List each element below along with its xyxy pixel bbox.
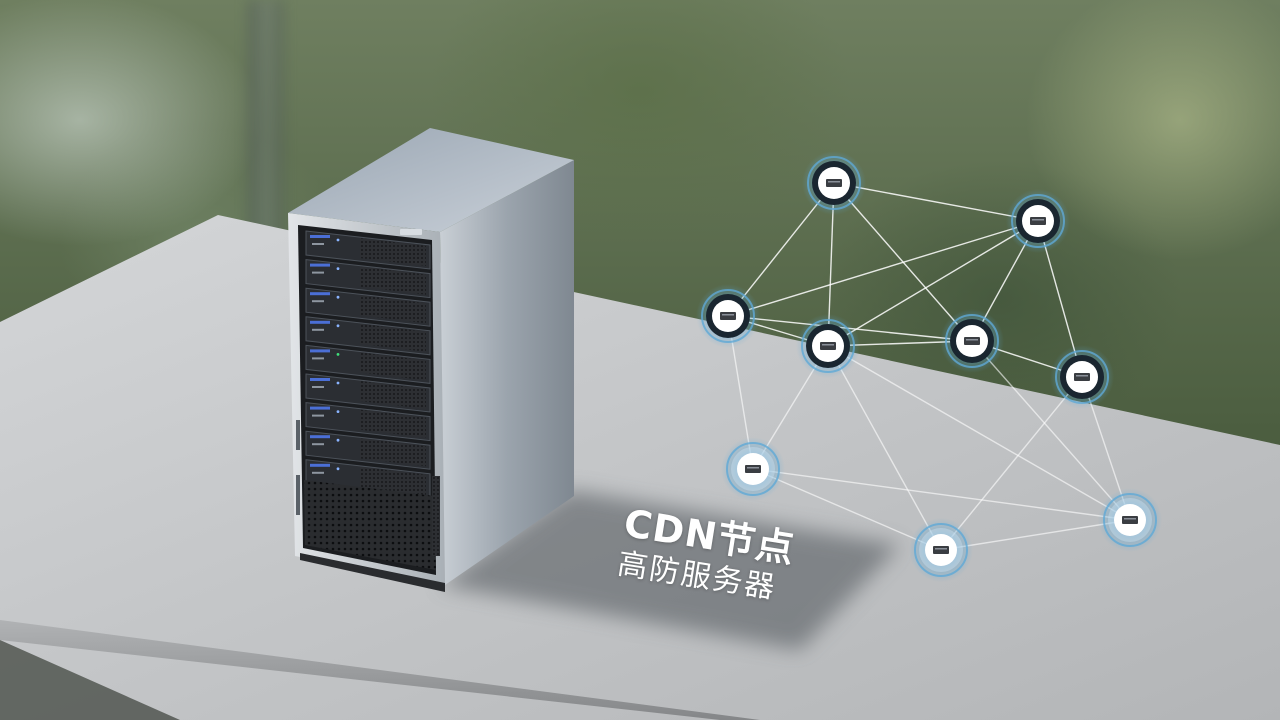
server-icon (826, 179, 842, 187)
cdn-node (940, 309, 1004, 373)
cdn-nodes (696, 151, 1162, 582)
status-led (336, 381, 340, 385)
server-shadow (440, 490, 900, 650)
drive-bay (305, 373, 431, 413)
server-icon (820, 342, 836, 350)
status-led (336, 324, 340, 328)
network-link (940, 376, 1083, 551)
server-icon (964, 337, 980, 345)
status-led (336, 238, 340, 242)
server-icon (933, 546, 949, 554)
cdn-node (721, 437, 785, 501)
table (0, 215, 1280, 720)
status-led (336, 353, 340, 356)
network-link (727, 220, 1039, 317)
network-link (827, 220, 1039, 347)
drive-bay (305, 316, 431, 356)
drive-bay (305, 344, 431, 384)
cdn-node (1050, 345, 1114, 409)
cdn-node (909, 518, 973, 582)
server-icon (720, 312, 736, 320)
server-icon (1030, 217, 1046, 225)
status-led (336, 410, 340, 413)
status-led (336, 295, 340, 299)
status-led (336, 467, 340, 471)
network-link (827, 345, 942, 551)
cdn-node (1006, 189, 1070, 253)
cdn-node (796, 314, 860, 378)
background-pillar (248, 0, 284, 240)
drive-bay (305, 259, 431, 299)
cdn-node (802, 151, 866, 215)
network-link (833, 182, 1039, 222)
drive-bay (305, 287, 431, 327)
server-icon (1074, 373, 1090, 381)
drive-bay (305, 230, 431, 270)
network-link (752, 468, 942, 551)
drive-bay (305, 402, 431, 442)
server-icon (1122, 516, 1138, 524)
cdn-node (1098, 488, 1162, 552)
server-tower (288, 128, 574, 592)
cdn-node (696, 284, 760, 348)
network-link (827, 345, 1131, 521)
status-led (336, 438, 340, 442)
status-led (336, 267, 340, 270)
network-link (752, 468, 1131, 521)
drive-bays (305, 230, 431, 499)
drive-bay (305, 459, 431, 499)
network-link (971, 340, 1131, 521)
drive-bay (305, 430, 431, 470)
server-icon (745, 465, 761, 473)
